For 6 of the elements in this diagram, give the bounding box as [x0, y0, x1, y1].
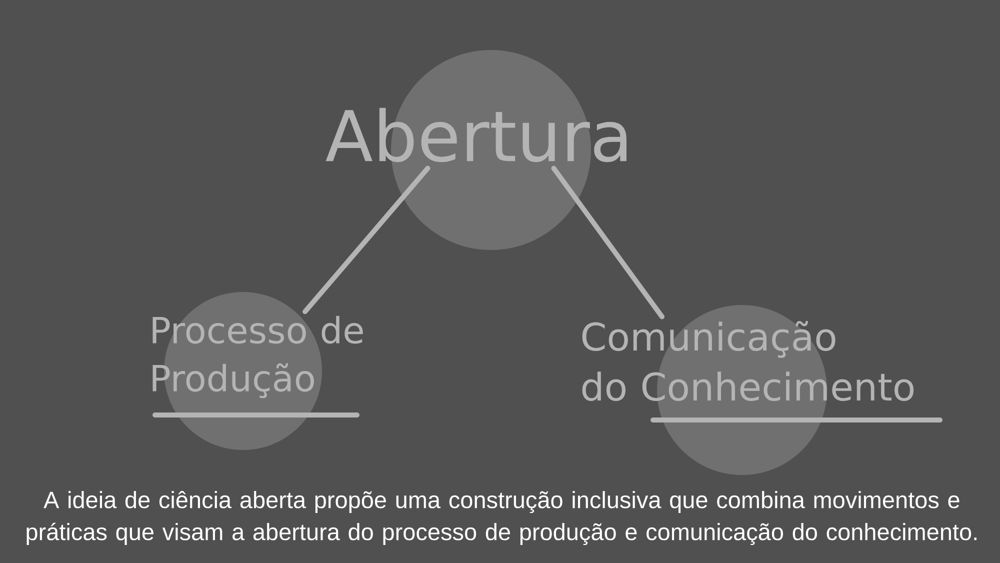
connector-line: [551, 166, 665, 320]
connector-line: [302, 166, 430, 314]
circle-node: Abertura: [326, 50, 626, 250]
circle-node: Comunicação do Conhecimento: [582, 305, 914, 475]
circle-node: Processo de Produção: [152, 292, 363, 450]
caption-text: A ideia de ciência aberta propõe uma construção inclusiva que combina movimentos e práticas que visam a abertura do processo de produção e comunicação do conhecimento.: [26, 490, 976, 546]
